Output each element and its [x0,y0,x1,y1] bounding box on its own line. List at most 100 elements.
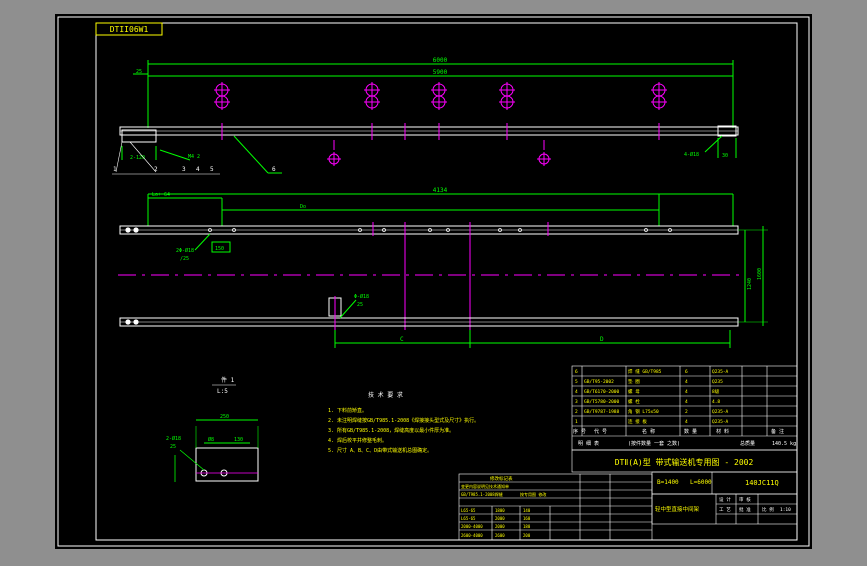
callout-labels: 1 2 3 4 5 6 [112,141,276,175]
rail-rivets-left [125,227,139,233]
hole-note-mid-sub: /25 [180,256,189,262]
top-view: 6000 5900 25 2-120 [119,57,739,174]
callout-5: 5 [210,166,214,173]
notes-title: 技 术 要 求 [368,391,403,399]
hole-markers-lower [327,152,551,166]
drawing-code-box [95,22,163,36]
hole-markers-upper [214,82,667,110]
drawing-sheet [55,14,812,549]
svg-text:螺 母: 螺 母 [628,388,640,395]
svg-text:160: 160 [523,516,531,521]
note-2: 2. 未注明焊缝按GB/T985.1-2008《焊接接头型式及尺寸》执行。 [328,417,479,424]
dim-left-block: 2-120 [130,155,145,161]
svg-text:4: 4 [575,389,578,395]
dim-mid-left: Lo+ 64 [152,192,170,198]
callout-1: 1 [113,166,117,173]
svg-text:GB/T5780-2000: GB/T5780-2000 [584,399,620,405]
dim-left-small: 25 [136,69,142,75]
svg-text:焊 缝 GB/T985: 焊 缝 GB/T985 [628,368,662,375]
change-header: 修改标记表 [490,475,513,482]
dim-vertical-mid: 1240 [747,278,753,290]
dim-mid-sub: Do [300,204,306,210]
svg-text:名 称: 名 称 [642,428,655,435]
svg-text:审 核: 审 核 [739,496,751,503]
svg-text:140.5 kg: 140.5 kg [772,441,796,447]
svg-text:螺 栓: 螺 栓 [628,398,640,405]
title-footer: 设 计 审 核 工 艺 批 准 比 例 1:10 [719,496,791,513]
center-lines-vertical [372,222,549,330]
svg-text:Q235: Q235 [712,379,723,385]
drawing-code: DTII06W1 [110,25,149,34]
svg-text:设 计: 设 计 [719,496,731,503]
bom-header: 序 号 代 号 名 称 数 量 材 料 备 注 明 细 表 (按件数量 一套 之… [573,428,796,447]
change-rows: 变更内容说明见技术通知单 GB/T985.1-2008焊缝 按专用图 修改 L6… [461,483,546,538]
svg-text:6: 6 [575,369,578,375]
lower-view: Φ-Ø18 25 C D [119,293,739,348]
svg-text:代 号: 代 号 [594,428,607,435]
svg-text:2000: 2000 [495,524,505,529]
svg-text:2: 2 [575,409,578,415]
svg-text:明 细 表: 明 细 表 [578,440,599,447]
dim-right-hole: 4-Ø18 [684,151,699,158]
spec-l: L=6000 [690,479,712,486]
svg-text:1800: 1800 [495,508,505,513]
svg-text:140: 140 [523,508,531,513]
svg-text:GB/T6170-2000: GB/T6170-2000 [584,389,620,395]
svg-text:(按件数量 一套 之数): (按件数量 一套 之数) [628,440,680,447]
change-table [458,473,653,541]
svg-text:工 艺: 工 艺 [719,507,731,513]
dim-overall: 6000 [433,57,448,64]
spec-b: B=1400 [657,479,679,486]
svg-text:Q235-A: Q235-A [712,369,729,375]
bom-rows: 6 焊 缝 GB/T985 6 Q235-A 5 GB/T95-2002 垫 圈… [575,368,729,425]
hole-note-mid: 2Φ-Ø18 [176,247,194,254]
dim-right-small: 30 [722,153,728,159]
detail-view: 件 1 L:5 250 Ø8 130 2-Ø18 25 [166,376,259,482]
detail-width: 250 [220,414,229,420]
svg-text:2600-4000: 2600-4000 [461,533,483,538]
detail-plate [195,447,259,482]
svg-text:5: 5 [575,379,578,385]
detail-scale: L:5 [217,388,228,395]
svg-text:批 准: 批 准 [739,506,751,513]
svg-text:变更内容说明见技术通知单: 变更内容说明见技术通知单 [461,483,509,489]
svg-text:4: 4 [685,379,688,385]
svg-text:比 例: 比 例 [762,506,774,513]
svg-text:角 钢 L75x50: 角 钢 L75x50 [628,408,659,415]
dim-vertical-outer: 1600 [757,268,763,280]
rail-holes-mid [208,228,672,232]
note-3: 3. 所有GB/T985.1-2008，焊缝高度以最小件厚为准。 [328,427,454,434]
end-block-right [717,125,737,137]
inner-frame [95,22,798,541]
svg-text:备 注: 备 注 [771,428,784,435]
svg-text:GB/T985.1-2008焊缝: GB/T985.1-2008焊缝 [461,491,503,497]
svg-text:2: 2 [685,409,688,415]
lower-left-hole: Φ-Ø18 [354,293,369,300]
svg-text:Q235-A: Q235-A [712,419,729,425]
dim-span: 5900 [433,69,448,76]
drawing-no: 140JC11Q [745,479,779,487]
hole-note: M4 2 [188,154,200,160]
svg-text:GB/T95-2002: GB/T95-2002 [584,379,614,385]
callout-4: 4 [196,166,200,173]
dim-mid-total: 4134 [433,187,448,194]
end-block-left [121,129,157,143]
technical-notes: 技 术 要 求 1. 下料前矫直。 2. 未注明焊缝按GB/T985.1-200… [328,391,479,454]
svg-text:6: 6 [685,369,688,375]
part-name: 轻中型直接中间架 [655,505,700,513]
svg-text:序 号: 序 号 [573,428,586,435]
svg-text:200: 200 [523,533,531,538]
svg-text:连 接 板: 连 接 板 [628,418,647,425]
svg-text:4: 4 [685,399,688,405]
title-block [571,449,798,525]
svg-text:4: 4 [685,419,688,425]
svg-text:L65-65: L65-65 [461,516,476,521]
note-5: 5. 尺寸 A、B、C、D由带式输送机总图确定。 [328,447,432,454]
callout-3: 3 [182,166,186,173]
svg-text:8级: 8级 [712,388,720,395]
svg-text:3: 3 [575,399,578,405]
svg-text:2000-4000: 2000-4000 [461,524,483,529]
svg-text:GB/T9787-1988: GB/T9787-1988 [584,409,620,415]
